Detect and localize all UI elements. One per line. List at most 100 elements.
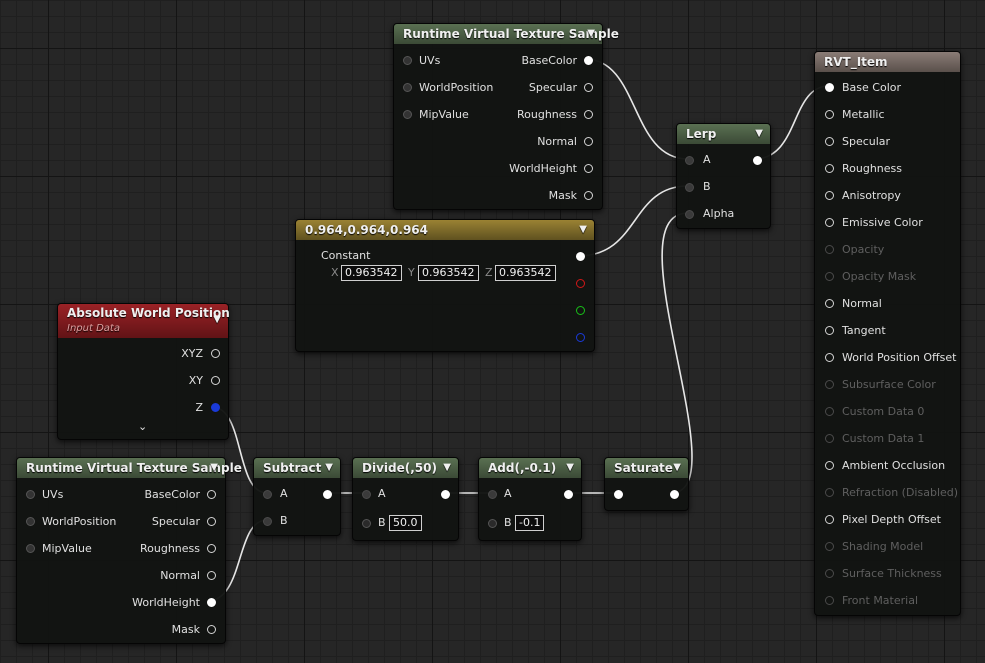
output-pin-roughness[interactable]	[207, 544, 216, 553]
input-pin-emissive-color[interactable]	[825, 218, 834, 227]
input-pin-base-color[interactable]	[825, 83, 834, 92]
constant-vector-node[interactable]: 0.964,0.964,0.964 ▼ Constant X 0.963542 …	[295, 219, 595, 352]
input-pin-ambient-occlusion[interactable]	[825, 461, 834, 470]
output-pin-specular[interactable]	[584, 83, 593, 92]
output-pin-result[interactable]	[564, 490, 573, 499]
input-pin-worldposition[interactable]	[403, 83, 412, 92]
rvt-sample-node-bottom[interactable]: Runtime Virtual Texture Sample ▼ UVs Wor…	[16, 457, 242, 644]
input-pin-metallic[interactable]	[825, 110, 834, 119]
chevron-down-icon[interactable]: ▼	[443, 462, 451, 473]
x-value-field[interactable]: 0.963542	[341, 265, 402, 281]
input-pin-pixel-depth-offset[interactable]	[825, 515, 834, 524]
output-pin-result[interactable]	[753, 156, 762, 165]
output-pin-b[interactable]	[576, 333, 585, 342]
output-pin-mask[interactable]	[207, 625, 216, 634]
input-pin-custom-data-0[interactable]	[825, 407, 834, 416]
lerp-header[interactable]: Lerp ▼	[677, 124, 770, 144]
output-pin-xy[interactable]	[211, 376, 220, 385]
input-pin-b[interactable]	[263, 517, 272, 526]
chevron-down-icon[interactable]: ▼	[210, 462, 218, 473]
chevron-down-icon[interactable]: ▼	[673, 462, 681, 473]
rvt-sample-node-top[interactable]: Runtime Virtual Texture Sample ▼ UVs Wor…	[393, 23, 619, 210]
chevron-down-icon[interactable]: ▼	[566, 462, 574, 473]
output-pin-normal[interactable]	[207, 571, 216, 580]
input-pin-shading-model[interactable]	[825, 542, 834, 551]
chevron-down-icon[interactable]: ▼	[755, 128, 763, 139]
input-pin-refraction-disabled[interactable]	[825, 488, 834, 497]
divide-header[interactable]: Divide(,50) ▼	[353, 458, 458, 478]
output-label-xyz: XYZ	[181, 347, 203, 360]
awp-header[interactable]: Absolute World Position Input Data ▼	[58, 304, 230, 338]
input-pin-a[interactable]	[263, 490, 272, 499]
input-pin-custom-data-1[interactable]	[825, 434, 834, 443]
output-pin-xyz[interactable]	[211, 349, 220, 358]
input-pin-roughness[interactable]	[825, 164, 834, 173]
output-pin-worldheight[interactable]	[207, 598, 216, 607]
output-pin-basecolor[interactable]	[584, 56, 593, 65]
output-pin-roughness[interactable]	[584, 110, 593, 119]
z-value-field[interactable]: 0.963542	[495, 265, 556, 281]
input-pin-mipvalue[interactable]	[403, 110, 412, 119]
add-node[interactable]: Add(,-0.1) ▼ A B -0.1	[478, 457, 582, 541]
output-pin-r[interactable]	[576, 279, 585, 288]
constant-header[interactable]: 0.964,0.964,0.964 ▼	[296, 220, 594, 240]
output-pin-result[interactable]	[323, 490, 332, 499]
input-pin-tangent[interactable]	[825, 326, 834, 335]
lerp-node[interactable]: Lerp ▼ A B Alpha	[676, 123, 771, 229]
output-pin-g[interactable]	[576, 306, 585, 315]
saturate-node[interactable]: Saturate ▼	[604, 457, 689, 511]
input-pin-a[interactable]	[362, 490, 371, 499]
rvt-sample-top-header[interactable]: Runtime Virtual Texture Sample ▼	[394, 24, 619, 44]
divide-b-value-field[interactable]: 50.0	[389, 515, 422, 531]
input-pin-front-material[interactable]	[825, 596, 834, 605]
output-pin-result[interactable]	[441, 490, 450, 499]
input-pin-a[interactable]	[685, 156, 694, 165]
input-pin-a[interactable]	[488, 490, 497, 499]
input-pin-b[interactable]	[362, 519, 371, 528]
rvt-sample-bottom-header[interactable]: Runtime Virtual Texture Sample ▼	[17, 458, 242, 478]
x-axis-label: X	[331, 266, 339, 279]
chevron-down-icon[interactable]: ▼	[213, 314, 221, 325]
input-pin-normal[interactable]	[825, 299, 834, 308]
input-pin-uvs[interactable]	[26, 490, 35, 499]
output-pin-specular[interactable]	[207, 517, 216, 526]
chevron-down-icon[interactable]: ▼	[325, 462, 333, 473]
chevron-down-icon[interactable]: ▼	[587, 28, 595, 39]
expand-chevron-icon[interactable]: ⌄	[138, 420, 148, 433]
input-label-roughness: Roughness	[842, 162, 903, 175]
saturate-header[interactable]: Saturate ▼	[605, 458, 688, 478]
output-pin-result[interactable]	[670, 490, 679, 499]
input-pin-subsurface-color[interactable]	[825, 380, 834, 389]
absolute-world-position-node[interactable]: Absolute World Position Input Data ▼ XYZ…	[57, 303, 230, 440]
subtract-header[interactable]: Subtract ▼	[254, 458, 340, 478]
output-pin-rgb[interactable]	[576, 252, 585, 261]
rvt-item-header[interactable]: RVT_Item	[815, 52, 960, 72]
output-pin-z[interactable]	[211, 403, 220, 412]
input-pin-worldposition[interactable]	[26, 517, 35, 526]
input-label-shading-model: Shading Model	[842, 540, 924, 553]
input-pin-anisotropy[interactable]	[825, 191, 834, 200]
output-pin-basecolor[interactable]	[207, 490, 216, 499]
input-pin[interactable]	[614, 490, 623, 499]
input-pin-mipvalue[interactable]	[26, 544, 35, 553]
chevron-down-icon[interactable]: ▼	[579, 224, 587, 235]
add-b-value-field[interactable]: -0.1	[515, 515, 545, 531]
input-label-specular: Specular	[842, 135, 891, 148]
input-pin-uvs[interactable]	[403, 56, 412, 65]
subtract-node[interactable]: Subtract ▼ A B	[253, 457, 341, 536]
input-pin-b[interactable]	[488, 519, 497, 528]
input-pin-world-position-offset[interactable]	[825, 353, 834, 362]
output-pin-mask[interactable]	[584, 191, 593, 200]
output-pin-normal[interactable]	[584, 137, 593, 146]
input-pin-opacity-mask[interactable]	[825, 272, 834, 281]
input-pin-alpha[interactable]	[685, 210, 694, 219]
input-pin-surface-thickness[interactable]	[825, 569, 834, 578]
divide-node[interactable]: Divide(,50) ▼ A B 50.0	[352, 457, 459, 541]
input-pin-b[interactable]	[685, 183, 694, 192]
input-pin-specular[interactable]	[825, 137, 834, 146]
input-pin-opacity[interactable]	[825, 245, 834, 254]
y-value-field[interactable]: 0.963542	[418, 265, 479, 281]
output-pin-worldheight[interactable]	[584, 164, 593, 173]
add-header[interactable]: Add(,-0.1) ▼	[479, 458, 581, 478]
